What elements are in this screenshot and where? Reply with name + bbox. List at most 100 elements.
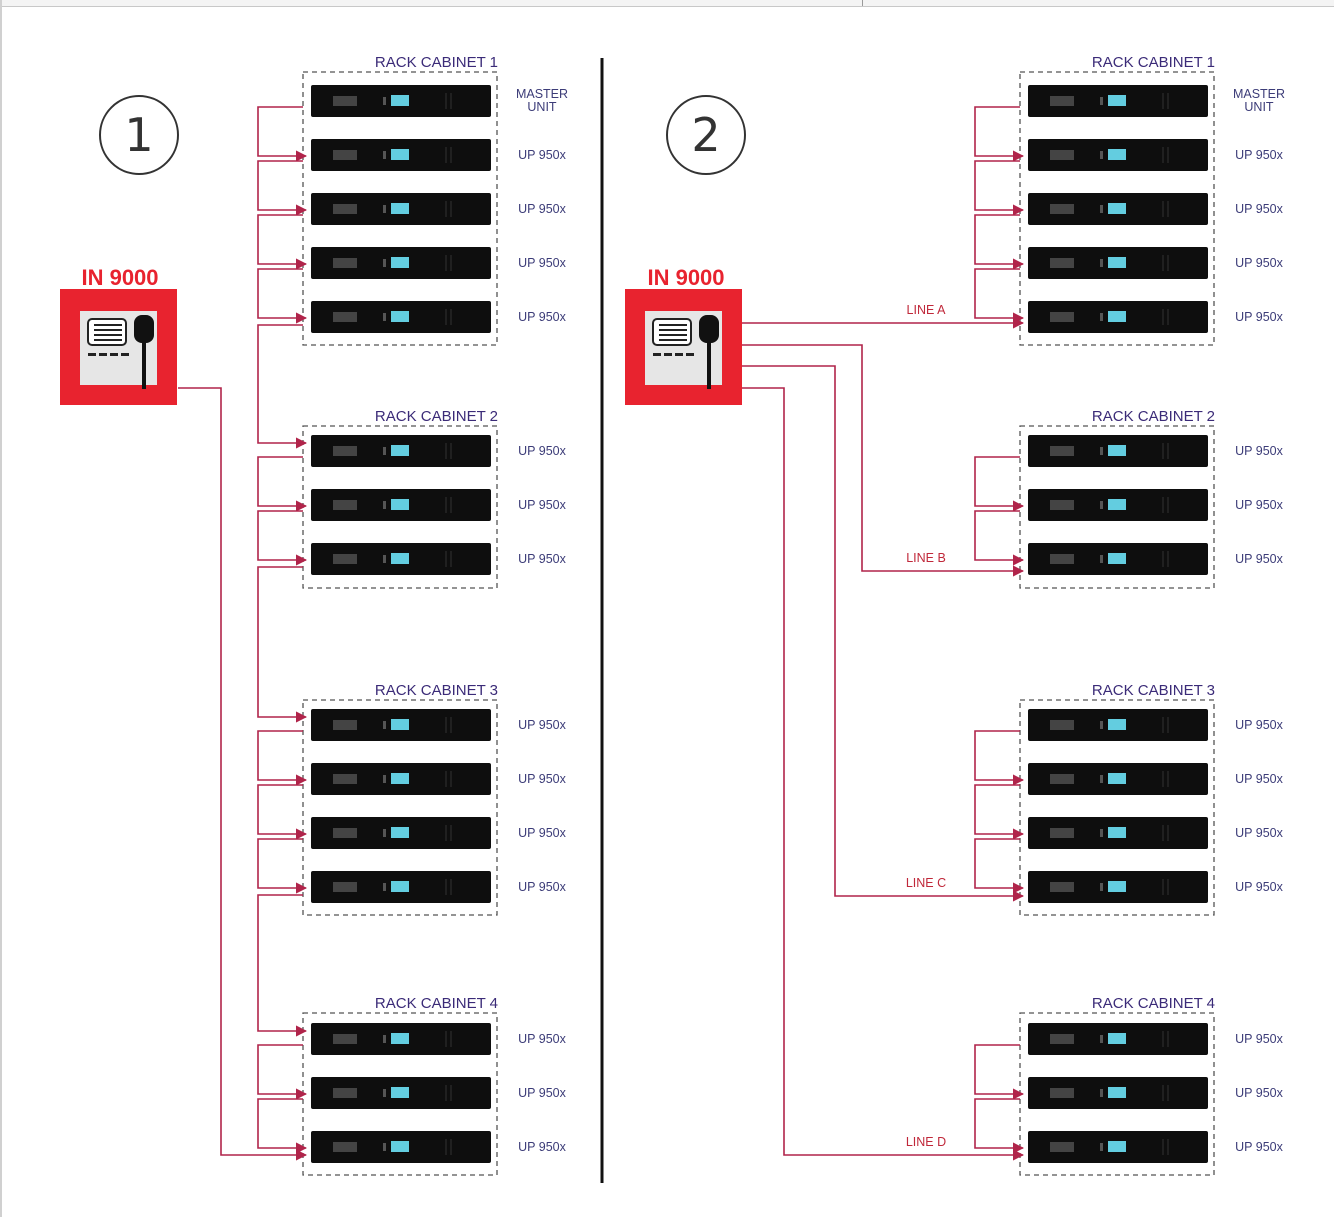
- chain-wire: [974, 214, 1025, 270]
- cabinet-title: RACK CABINET 1: [1092, 54, 1215, 71]
- unit-display: [391, 149, 409, 160]
- amplifier-unit: [311, 817, 491, 849]
- unit-slot: [1050, 720, 1074, 730]
- chain-wire: [257, 214, 308, 270]
- chain-wire: [974, 1044, 1025, 1100]
- line-feed-wire: [741, 387, 1025, 1161]
- amplifier-unit: [311, 543, 491, 575]
- line-label: LINE B: [906, 551, 946, 565]
- key: [88, 353, 96, 356]
- unit-slot: [1050, 204, 1074, 214]
- unit-display: [391, 311, 409, 322]
- controller-in9000: IN 9000: [625, 265, 742, 405]
- unit-led: [1100, 829, 1103, 837]
- unit-led: [383, 775, 386, 783]
- unit-slot: [1050, 500, 1074, 510]
- line-label: LINE D: [906, 1135, 946, 1149]
- mic-head: [699, 315, 719, 343]
- unit-led: [383, 97, 386, 105]
- unit-label: UP 950x: [518, 1140, 566, 1154]
- unit-led: [383, 1035, 386, 1043]
- panel-number: 1: [124, 108, 153, 162]
- unit-label: UP 950x: [518, 148, 566, 162]
- unit-slot: [1050, 150, 1074, 160]
- unit-label: UP 950x: [518, 772, 566, 786]
- unit-led: [383, 883, 386, 891]
- paging-console-icon: [652, 315, 719, 389]
- amplifier-unit: [1028, 817, 1208, 849]
- unit-display: [1108, 773, 1126, 784]
- amplifier-unit: [311, 139, 491, 171]
- unit-led: [1100, 1035, 1103, 1043]
- unit-led: [1100, 313, 1103, 321]
- unit-label: UP 950x: [1235, 148, 1283, 162]
- cabinet-title: RACK CABINET 2: [1092, 408, 1215, 425]
- unit-label: UP 950x: [1235, 880, 1283, 894]
- paging-console-icon: [87, 315, 154, 389]
- unit-led: [1100, 555, 1103, 563]
- unit-label: UP 950x: [1235, 202, 1283, 216]
- unit-led: [383, 1089, 386, 1097]
- unit-display: [1108, 719, 1126, 730]
- controller-feed-wire: [178, 387, 308, 1161]
- unit-slot: [1050, 774, 1074, 784]
- cabinet-title: RACK CABINET 1: [375, 54, 498, 71]
- unit-label: UP 950x: [518, 310, 566, 324]
- cabinet-border: [302, 699, 498, 916]
- amplifier-unit: [311, 1023, 491, 1055]
- unit-slot: [333, 204, 357, 214]
- unit-display: [1108, 553, 1126, 564]
- amplifier-unit: [1028, 543, 1208, 575]
- chain-wire: [257, 1044, 308, 1100]
- unit-slot: [333, 554, 357, 564]
- unit-label: UP 950x: [1235, 718, 1283, 732]
- amplifier-unit: [311, 1131, 491, 1163]
- key: [675, 353, 683, 356]
- unit-display: [391, 773, 409, 784]
- amplifier-unit: [1028, 871, 1208, 903]
- amplifier-unit: [1028, 193, 1208, 225]
- unit-slot: [333, 828, 357, 838]
- key: [110, 353, 118, 356]
- unit-label: UP 950x: [518, 498, 566, 512]
- unit-label: UP 950x: [1235, 552, 1283, 566]
- unit-led: [1100, 447, 1103, 455]
- unit-slot: [333, 1034, 357, 1044]
- unit-led: [383, 205, 386, 213]
- amplifier-unit: [1028, 1077, 1208, 1109]
- chain-wires: [974, 106, 1025, 1154]
- unit-label: UP 950x: [1235, 1086, 1283, 1100]
- window-top-divider: [862, 0, 863, 6]
- unit-led: [383, 313, 386, 321]
- amplifier-unit: [311, 489, 491, 521]
- unit-led: [1100, 721, 1103, 729]
- unit-display: [391, 1033, 409, 1044]
- unit-led: [383, 829, 386, 837]
- unit-display: [391, 1141, 409, 1152]
- unit-led: [1100, 775, 1103, 783]
- line-feed-wire: [741, 365, 1025, 902]
- unit-slot: [333, 1088, 357, 1098]
- unit-display: [1108, 149, 1126, 160]
- unit-display: [391, 445, 409, 456]
- screen: [87, 318, 127, 346]
- unit-label: UP 950x: [1235, 826, 1283, 840]
- unit-slot: [333, 312, 357, 322]
- cabinet-link-wire: [257, 566, 308, 723]
- amplifier-unit: [1028, 301, 1208, 333]
- unit-display: [1108, 499, 1126, 510]
- chain-wire: [974, 160, 1025, 216]
- chain-wire: [257, 268, 308, 324]
- unit-slot: [1050, 258, 1074, 268]
- unit-label-line: UNIT: [527, 100, 557, 114]
- unit-display: [391, 881, 409, 892]
- unit-label: UP 950x: [518, 718, 566, 732]
- unit-led: [1100, 1143, 1103, 1151]
- line-label: LINE A: [907, 303, 947, 317]
- cabinet-link-wire: [257, 324, 308, 449]
